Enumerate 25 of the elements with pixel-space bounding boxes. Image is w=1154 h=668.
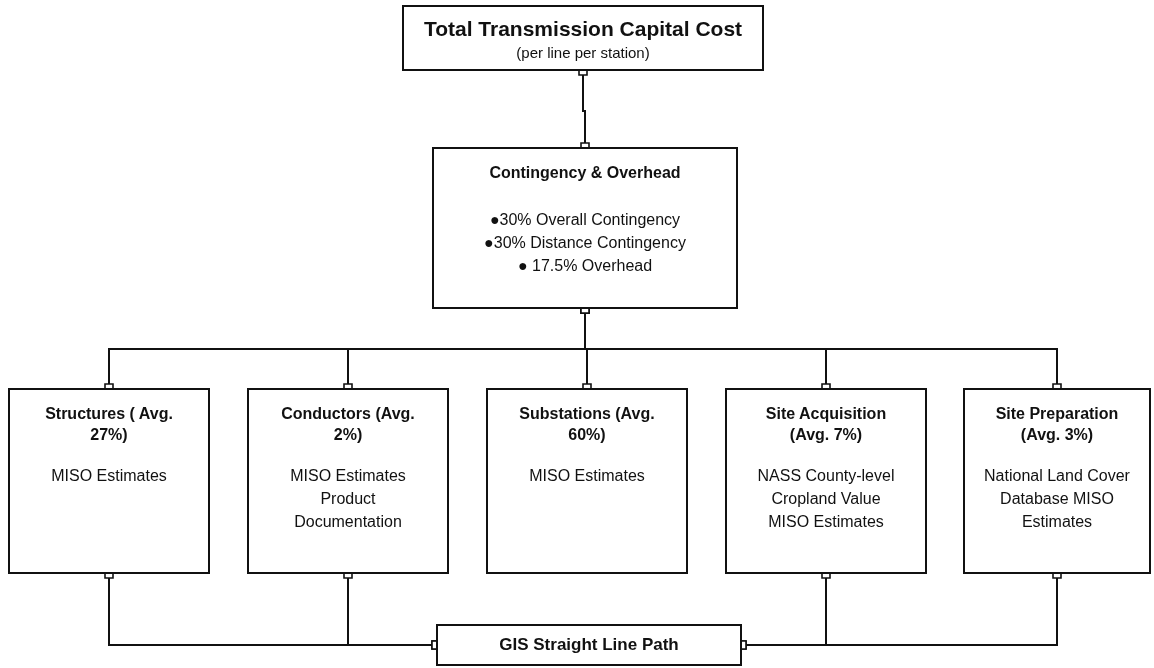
source-text: MISO Estimates bbox=[50, 465, 168, 486]
heading-text: Contingency & Overhead bbox=[489, 163, 681, 183]
subtitle-text: (per line per station) bbox=[516, 43, 650, 64]
component-box bbox=[725, 388, 927, 574]
source-text: MISO Estimates Product Documentation bbox=[289, 465, 407, 532]
heading-text: Substations (Avg. 60%) bbox=[518, 404, 656, 445]
source-text: National Land Cover Database MISO Estimates bbox=[983, 465, 1131, 532]
contingency-box bbox=[432, 147, 738, 309]
heading-text: Conductors (Avg. 2%) bbox=[280, 404, 416, 445]
bullet-item: ● 17.5% Overhead bbox=[517, 256, 653, 277]
cost-box bbox=[402, 5, 764, 71]
component-box bbox=[486, 388, 688, 574]
title-text: Total Transmission Capital Cost bbox=[423, 16, 743, 42]
component-box bbox=[8, 388, 210, 574]
source-text: MISO Estimates bbox=[528, 465, 646, 486]
heading-text: Site Preparation (Avg. 3%) bbox=[994, 404, 1120, 445]
bullet-item: ●30% Distance Contingency bbox=[484, 233, 686, 253]
path-box bbox=[436, 624, 742, 666]
heading-text: Site Acquisition (Avg. 7%) bbox=[764, 404, 888, 445]
bullet-item: ●30% Overall Contingency bbox=[489, 209, 681, 230]
component-box bbox=[963, 388, 1151, 574]
heading-text: Structures ( Avg. 27%) bbox=[44, 404, 174, 445]
component-box bbox=[247, 388, 449, 574]
heading-text: GIS Straight Line Path bbox=[499, 633, 679, 656]
source-text: NASS County-level Cropland Value MISO Estimates bbox=[756, 465, 896, 532]
